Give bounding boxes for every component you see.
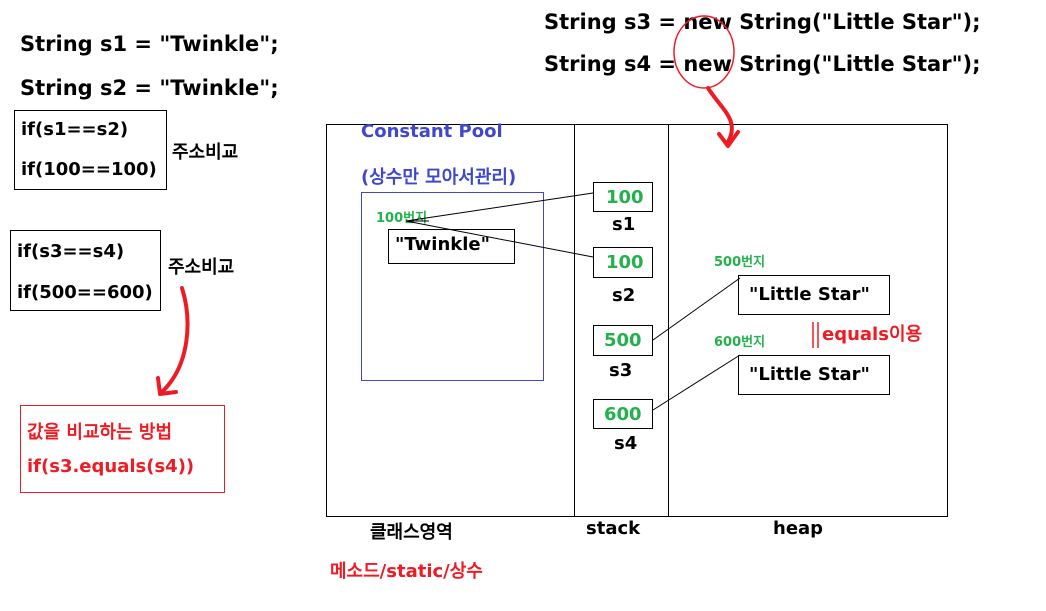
- constant-pool-title: Constant Pool: [361, 121, 503, 142]
- compare-box-new-string: if(s3==s4) if(500==600): [10, 230, 161, 311]
- compare1-line2: if(100==100): [21, 159, 157, 180]
- heap-object1-value: "Little Star": [749, 284, 870, 305]
- compare-box-string-literal: if(s1==s2) if(100==100): [14, 110, 167, 190]
- code-line-s2: String s2 = "Twinkle";: [20, 76, 279, 100]
- stack-cell-s1-value: 100: [606, 187, 644, 208]
- stack-var-s2: s2: [612, 285, 636, 306]
- code-line-s4: String s4 = new String("Little Star");: [544, 52, 981, 76]
- twinkle-literal: "Twinkle": [395, 234, 491, 255]
- stack-cell-s2-value: 100: [606, 252, 644, 273]
- stack-cell-s1: 100: [593, 182, 653, 212]
- pointer-s4-to-heap: [652, 354, 741, 411]
- code-line-s1: String s1 = "Twinkle";: [20, 32, 279, 56]
- stack-divider-right: [668, 124, 669, 517]
- constant-pool-box: [361, 192, 544, 381]
- compare1-line1: if(s1==s2): [21, 119, 129, 140]
- compare2-line1: if(s3==s4): [17, 241, 125, 262]
- memory-frame: [326, 124, 948, 517]
- compare2-line2: if(500==600): [17, 282, 153, 303]
- stack-cell-s4-value: 600: [604, 404, 642, 425]
- equals-note: equals이용: [822, 324, 923, 345]
- value-compare-code: if(s3.equals(s4)): [27, 456, 195, 477]
- compare1-label: 주소비교: [172, 142, 239, 163]
- heap-label: heap: [773, 518, 824, 539]
- stack-var-s3: s3: [609, 360, 633, 381]
- pointer-s3-to-heap: [652, 277, 741, 341]
- stack-cell-s3-value: 500: [604, 330, 642, 351]
- stack-cell-s3: 500: [593, 325, 653, 356]
- heap-object2-address: 600번지: [714, 335, 766, 350]
- stack-label: stack: [586, 518, 641, 539]
- pointer-s1-to-twinkle: [405, 192, 594, 222]
- heap-object1-box: "Little Star": [738, 275, 890, 315]
- class-area-sublabel: 메소드/static/상수: [330, 561, 483, 582]
- arrow-new-to-heap: [706, 86, 734, 144]
- pointer-s2-to-twinkle: [405, 220, 594, 258]
- twinkle-literal-box: "Twinkle": [388, 229, 515, 264]
- heap-object2-value: "Little Star": [749, 364, 870, 385]
- code-line-s3: String s3 = new String("Little Star");: [544, 10, 981, 34]
- value-compare-box: 값을 비교하는 방법 if(s3.equals(s4)): [20, 405, 225, 493]
- new-keyword-highlight: [673, 15, 735, 89]
- stack-cell-s2: 100: [593, 247, 653, 278]
- compare2-label: 주소비교: [168, 257, 235, 278]
- arrow-to-value-compare: [160, 286, 190, 394]
- stack-divider-left: [574, 124, 575, 517]
- stack-var-s4: s4: [614, 433, 638, 454]
- heap-object2-box: "Little Star": [738, 355, 890, 395]
- value-compare-title: 값을 비교하는 방법: [27, 422, 173, 443]
- constant-pool-subtitle: (상수만 모아서관리): [361, 167, 517, 188]
- heap-object1-address: 500번지: [714, 255, 766, 270]
- class-area-label: 클래스영역: [370, 522, 453, 543]
- stack-cell-s4: 600: [593, 399, 653, 429]
- stack-var-s1: s1: [612, 214, 636, 235]
